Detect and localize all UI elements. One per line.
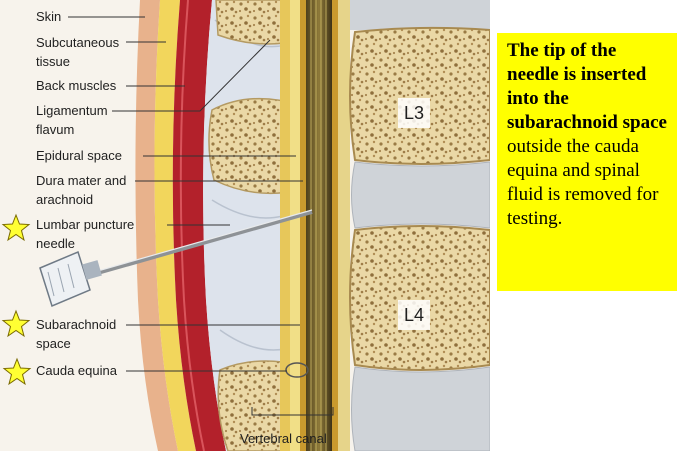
star-icon [2, 357, 32, 386]
label-subcutaneous-2: tissue [36, 54, 70, 69]
spine-diagram [0, 0, 490, 451]
spinous-process-lower [217, 360, 301, 451]
disc-l3-l4 [351, 161, 490, 229]
label-dura-2: arachnoid [36, 192, 94, 207]
star-icon [1, 213, 31, 242]
callout-bold-text: The tip of the needle is inserted into t… [507, 40, 667, 133]
label-needle-2: needle [36, 236, 76, 251]
l4-label-box [398, 300, 430, 330]
dura-mater [300, 0, 306, 451]
label-epidural: Epidural space [36, 148, 122, 163]
spinous-process-upper [208, 97, 301, 195]
label-needle-1: Lumbar puncture [36, 217, 135, 232]
epidural-space [290, 0, 300, 451]
subcutaneous-layer [154, 0, 196, 451]
label-subarachnoid-1: Subarachnoid [36, 317, 117, 332]
label-back-muscles: Back muscles [36, 78, 117, 93]
vertebra-l3 [349, 26, 490, 165]
ligamentum-flavum [280, 0, 290, 451]
label-cauda: Cauda equina [36, 363, 117, 378]
callout-box: The tip of the needle is inserted into t… [497, 33, 677, 291]
label-subarachnoid-2: space [36, 336, 71, 351]
label-ligamentum-1: Ligamentum [36, 103, 108, 118]
callout-normal-text: outside the cauda equina and spinal flui… [507, 136, 659, 229]
label-vertebral-canal: Vertebral canal [240, 431, 327, 446]
label-skin: Skin [36, 9, 62, 24]
label-l4: L4 [404, 305, 425, 325]
star-icon [1, 309, 31, 338]
cauda-equina-marker [285, 362, 309, 378]
subarachnoid-space [306, 0, 332, 451]
disc-bottom [351, 366, 490, 451]
l3-label-box [398, 98, 430, 128]
needle-icon [39, 209, 313, 308]
label-l3: L3 [404, 103, 425, 123]
label-subcutaneous-1: Subcutaneous [36, 35, 120, 50]
vertebra-l4 [349, 225, 490, 371]
disc-top [350, 0, 490, 30]
label-dura-1: Dura mater and [36, 173, 127, 188]
label-ligamentum-2: flavum [36, 122, 75, 137]
skin-layer [135, 0, 178, 451]
